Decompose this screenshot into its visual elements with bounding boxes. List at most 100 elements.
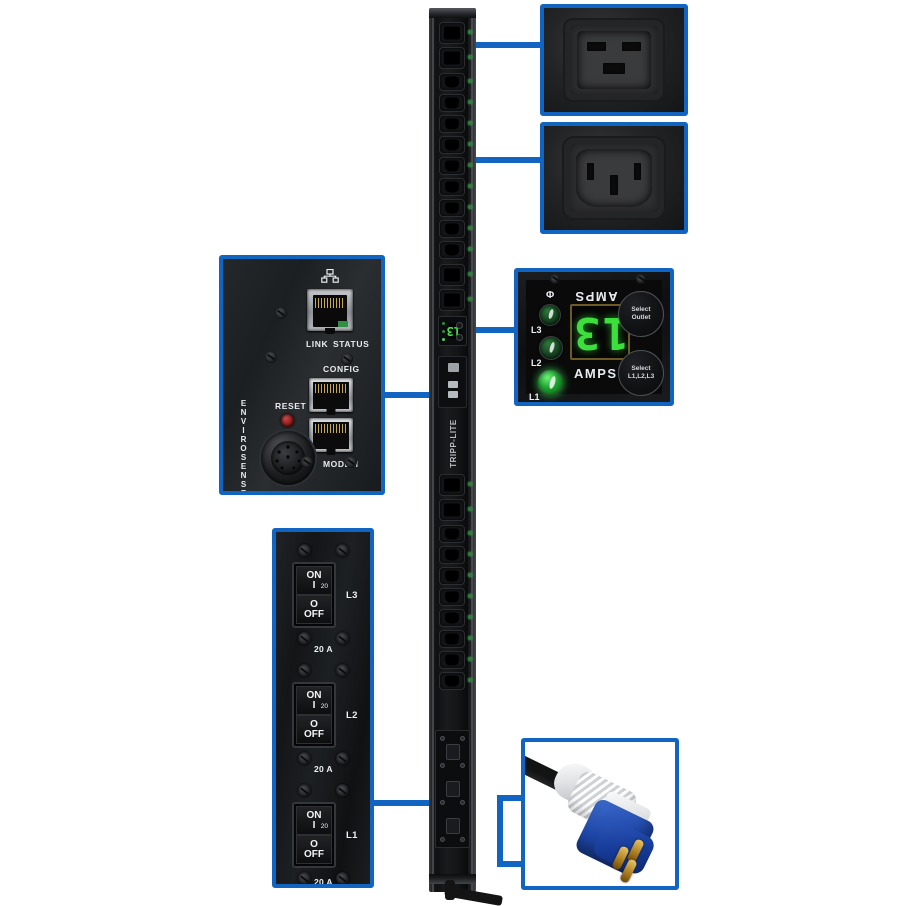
breaker-switch-l2[interactable]: ON I 20 O OFF: [292, 682, 336, 748]
strip-amps-meter[interactable]: 13: [438, 316, 467, 346]
breaker-screw: [440, 736, 445, 741]
strip-outlet-c19[interactable]: [439, 289, 465, 311]
strip-outlet-c19[interactable]: [439, 22, 465, 44]
strip-outlet-c13[interactable]: [439, 525, 465, 543]
strip-meter-button[interactable]: [456, 334, 463, 341]
breaker-phase-label-l2: L2: [346, 710, 358, 721]
breaker-switch[interactable]: [446, 818, 460, 834]
strip-outlet-c19[interactable]: [439, 474, 465, 496]
strip-outlet-c13[interactable]: [439, 73, 465, 91]
breaker-on-symbol: I: [312, 699, 316, 711]
breaker-screw: [298, 632, 311, 645]
outlet-led: [468, 573, 472, 577]
callout-line-amps: [470, 327, 518, 333]
callout-line-c13: [470, 157, 542, 163]
led-l3: [539, 304, 561, 326]
strip-outlet-c13[interactable]: [439, 136, 465, 154]
callout-line-network: [358, 392, 470, 398]
strip-outlet-c19[interactable]: [439, 47, 465, 69]
phase-symbol: Φ: [546, 290, 555, 301]
strip-rj45-port[interactable]: [448, 363, 459, 372]
c19-outlet-face: [565, 20, 663, 100]
breaker-switch-l1[interactable]: ON I 20 O OFF: [292, 802, 336, 868]
modem-rj45-port[interactable]: [309, 418, 353, 455]
reset-button[interactable]: [281, 414, 294, 427]
breaker-rocker-amp: 20: [320, 823, 328, 830]
breaker-screw: [336, 752, 349, 765]
select-outlet-button[interactable]: Select Outlet: [618, 291, 664, 337]
breaker-rating-l1: 20 A: [314, 877, 333, 887]
strip-outlet-c13[interactable]: [439, 157, 465, 175]
c19-outlet-recess: [577, 31, 651, 89]
strip-outlet-c13[interactable]: [439, 241, 465, 259]
strip-outlet-c19[interactable]: [439, 264, 465, 286]
envirosense-label: ENVIROSENSE: [239, 399, 248, 495]
select-phase-line2: L1,L2,L3: [627, 373, 655, 380]
breaker-screw: [298, 544, 311, 557]
select-phase-button[interactable]: Select L1,L2,L3: [618, 350, 664, 396]
strip-meter-led: [442, 338, 445, 341]
outlet-led: [468, 297, 472, 301]
strip-outlet-c13[interactable]: [439, 630, 465, 648]
modem-label: MODEM: [323, 459, 359, 469]
breaker-off-side[interactable]: O OFF: [296, 835, 332, 864]
strip-outlet-c13[interactable]: [439, 567, 465, 585]
outlet-led: [468, 121, 472, 125]
strip-outlet-c13[interactable]: [439, 178, 465, 196]
strip-outlet-c13[interactable]: [439, 220, 465, 238]
strip-modem-port[interactable]: [448, 391, 458, 398]
outlet-led: [468, 678, 472, 682]
power-plug-photo: [525, 742, 675, 886]
strip-breaker-block[interactable]: [435, 730, 470, 848]
led-l2: [539, 336, 563, 360]
pdu-bottom-cap: [429, 874, 476, 884]
select-phase-line1: Select: [631, 365, 651, 372]
power-plug-callout: [521, 738, 679, 890]
pdu-right-edge: [471, 8, 473, 892]
amps-meter-panel: AMPS 13 AMPS Φ L3 L2 L1 Select Outlet Se…: [518, 272, 670, 402]
breaker-rating-l2: 20 A: [314, 764, 333, 774]
breaker-off-label: OFF: [304, 848, 324, 860]
ethernet-rj45-port[interactable]: [307, 289, 353, 334]
outlet-led: [468, 636, 472, 640]
strip-outlet-c13[interactable]: [439, 115, 465, 133]
strip-outlet-c13[interactable]: [439, 609, 465, 627]
breaker-screw: [336, 544, 349, 557]
breaker-off-side[interactable]: O OFF: [296, 715, 332, 744]
c13-outlet-face: [564, 138, 664, 218]
outlet-led: [468, 100, 472, 104]
c19-pin-right: [622, 42, 641, 51]
breaker-on-side[interactable]: ON I 20: [296, 686, 332, 715]
breaker-screw: [336, 872, 349, 884]
strip-config-port[interactable]: [448, 381, 458, 388]
pdu-left-edge: [432, 8, 434, 892]
strip-outlet-c13[interactable]: [439, 199, 465, 217]
c13-outlet-callout: [540, 122, 688, 234]
strip-outlet-c19[interactable]: [439, 499, 465, 521]
breaker-screw: [336, 784, 349, 797]
breaker-screw: [298, 784, 311, 797]
breaker-screw: [460, 800, 465, 805]
strip-meter-button[interactable]: [456, 322, 463, 329]
strip-outlet-c13[interactable]: [439, 94, 465, 112]
breaker-rating-l3: 20 A: [314, 644, 333, 654]
breaker-off-side[interactable]: O OFF: [296, 595, 332, 624]
strip-outlet-c13[interactable]: [439, 588, 465, 606]
strip-outlet-c13[interactable]: [439, 546, 465, 564]
breaker-on-side[interactable]: ON I 20: [296, 566, 332, 595]
breaker-switch[interactable]: [446, 744, 460, 760]
strip-outlet-c13[interactable]: [439, 651, 465, 669]
breaker-on-side[interactable]: ON I 20: [296, 806, 332, 835]
breaker-switch[interactable]: [446, 781, 460, 797]
breaker-screw: [298, 664, 311, 677]
breaker-screw: [440, 763, 445, 768]
strip-outlet-c13[interactable]: [439, 672, 465, 690]
config-rj45-port[interactable]: [309, 378, 353, 415]
led-l2-label: L2: [531, 358, 542, 368]
led-l3-label: L3: [531, 325, 542, 335]
envirosense-connector[interactable]: [261, 431, 315, 485]
brand-logo: TRIPP-LITE: [440, 413, 466, 473]
breaker-switch-l3[interactable]: ON I 20 O OFF: [292, 562, 336, 628]
breaker-screw: [336, 664, 349, 677]
strip-network-module[interactable]: [438, 356, 467, 408]
